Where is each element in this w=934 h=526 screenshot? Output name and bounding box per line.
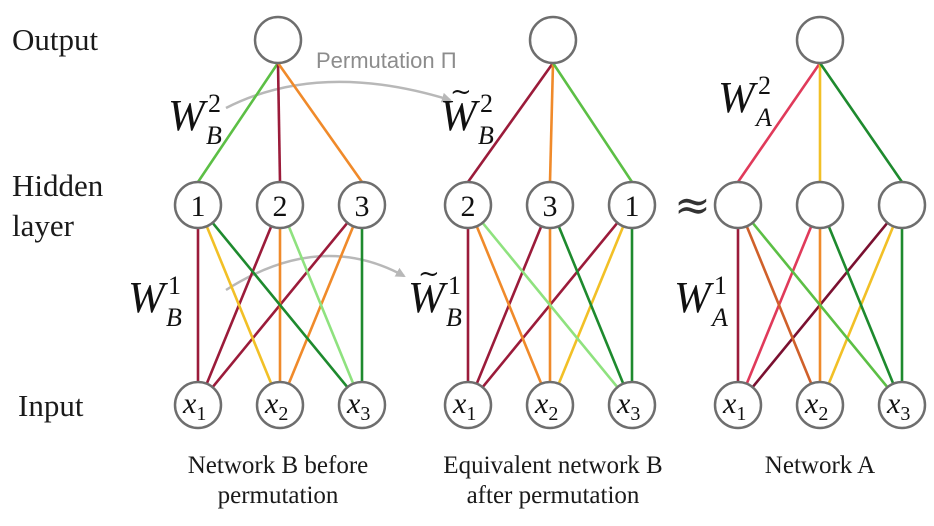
caption-line1-B_after: Equivalent network B xyxy=(443,452,662,479)
weight-label-w2-B_after-sub: B xyxy=(478,121,494,150)
input-node xyxy=(877,380,927,430)
edge-in-B_before-3 xyxy=(205,225,273,385)
edge-out-B_after-1 xyxy=(548,62,555,183)
weight-label-w1-B_after-sup: 1 xyxy=(448,271,461,300)
weight-label-w1-A-text: W xyxy=(674,273,714,322)
edge-in-A-6 xyxy=(751,221,889,389)
input-node-label: x2 xyxy=(534,387,558,425)
caption-line1-A: Network A xyxy=(765,452,875,479)
weight-label-w1-B_after-sub: B xyxy=(446,303,462,332)
caption-line2-B_after: after permutation xyxy=(467,482,640,509)
row-label-output: Output xyxy=(12,22,99,57)
weight-label-w1-B_after-text: W xyxy=(408,273,448,322)
edge-in-A-3 xyxy=(745,225,813,385)
caption-line1-B_before: Network B before xyxy=(188,452,369,479)
edge-out-B_after-0 xyxy=(466,62,555,183)
edge-in-B_after-6 xyxy=(481,221,619,389)
caption-line2-B_before: permutation xyxy=(218,482,339,509)
output-node xyxy=(253,15,303,65)
input-node xyxy=(255,380,305,430)
hidden-node xyxy=(525,180,575,230)
weight-label-w2-A-text: W xyxy=(718,73,758,122)
input-node xyxy=(607,380,657,430)
edge-out-B_before-0 xyxy=(196,62,280,183)
weight-label-w1-A-sub: A xyxy=(710,303,728,332)
hidden-node-label: 3 xyxy=(355,190,370,223)
row-label-hidden-line1: Hidden xyxy=(12,168,104,203)
hidden-node-label: 2 xyxy=(461,190,476,223)
weight-label-w1-B_after-tilde: ~ xyxy=(418,259,440,289)
edge-in-A-7 xyxy=(827,225,895,385)
approx-symbol: ≈ xyxy=(674,180,711,231)
weight-label-w2-B_after-tilde: ~ xyxy=(450,77,472,107)
weight-label-w2-B_before-sub: B xyxy=(206,121,222,150)
input-node xyxy=(173,380,223,430)
permutation-arrow-bottom xyxy=(225,254,406,292)
edge-out-A-2 xyxy=(818,62,904,183)
edge-in-B_before-7 xyxy=(287,225,355,385)
hidden-node-label: 1 xyxy=(191,190,206,223)
edge-out-A-0 xyxy=(736,62,822,183)
hidden-node xyxy=(877,180,927,230)
weight-label-w2-A-sup: 2 xyxy=(758,71,771,100)
edge-in-B_before-6 xyxy=(211,221,349,389)
permutation-label: Permutation Π xyxy=(316,48,457,73)
hidden-node xyxy=(255,180,305,230)
hidden-node xyxy=(795,180,845,230)
edge-out-B_before-1 xyxy=(276,62,282,183)
edge-out-B_before-2 xyxy=(276,62,364,183)
weight-label-w1-B_after: W~1B xyxy=(408,259,462,332)
hidden-node-label: 1 xyxy=(625,190,640,223)
input-node xyxy=(795,380,845,430)
row-label-input: Input xyxy=(18,388,84,423)
hidden-node xyxy=(173,180,223,230)
weight-label-w2-B_before-sup: 2 xyxy=(208,89,221,118)
permutation-arrow-top xyxy=(225,80,452,110)
edge-out-B_after-2 xyxy=(551,62,634,183)
input-node xyxy=(525,380,575,430)
weight-label-w2-B_after-text: W xyxy=(440,91,480,140)
weight-label-w1-B_before-text: W xyxy=(128,273,168,322)
weight-label-w2-B_before-text: W xyxy=(168,91,208,140)
hidden-node xyxy=(337,180,387,230)
weight-label-w1-A-sup: 1 xyxy=(714,271,727,300)
hidden-node-label: 3 xyxy=(543,190,558,223)
row-label-hidden-line2: layer xyxy=(12,208,75,243)
hidden-node xyxy=(713,180,763,230)
hidden-node xyxy=(607,180,657,230)
weight-label-w1-B_before-sub: B xyxy=(166,303,182,332)
weight-label-w2-A-sub: A xyxy=(754,103,772,132)
weight-label-w2-B_after-sup: 2 xyxy=(480,89,493,118)
output-node xyxy=(795,15,845,65)
hidden-node-label: 2 xyxy=(273,190,288,223)
edge-in-B_after-7 xyxy=(557,225,625,385)
input-node xyxy=(443,380,493,430)
input-node xyxy=(337,380,387,430)
hidden-node xyxy=(443,180,493,230)
output-node xyxy=(528,15,578,65)
weight-label-w2-B_after: W~2B xyxy=(440,77,494,150)
edge-in-B_after-3 xyxy=(475,225,543,385)
input-node xyxy=(713,380,763,430)
weight-label-w1-B_before-sup: 1 xyxy=(168,271,181,300)
